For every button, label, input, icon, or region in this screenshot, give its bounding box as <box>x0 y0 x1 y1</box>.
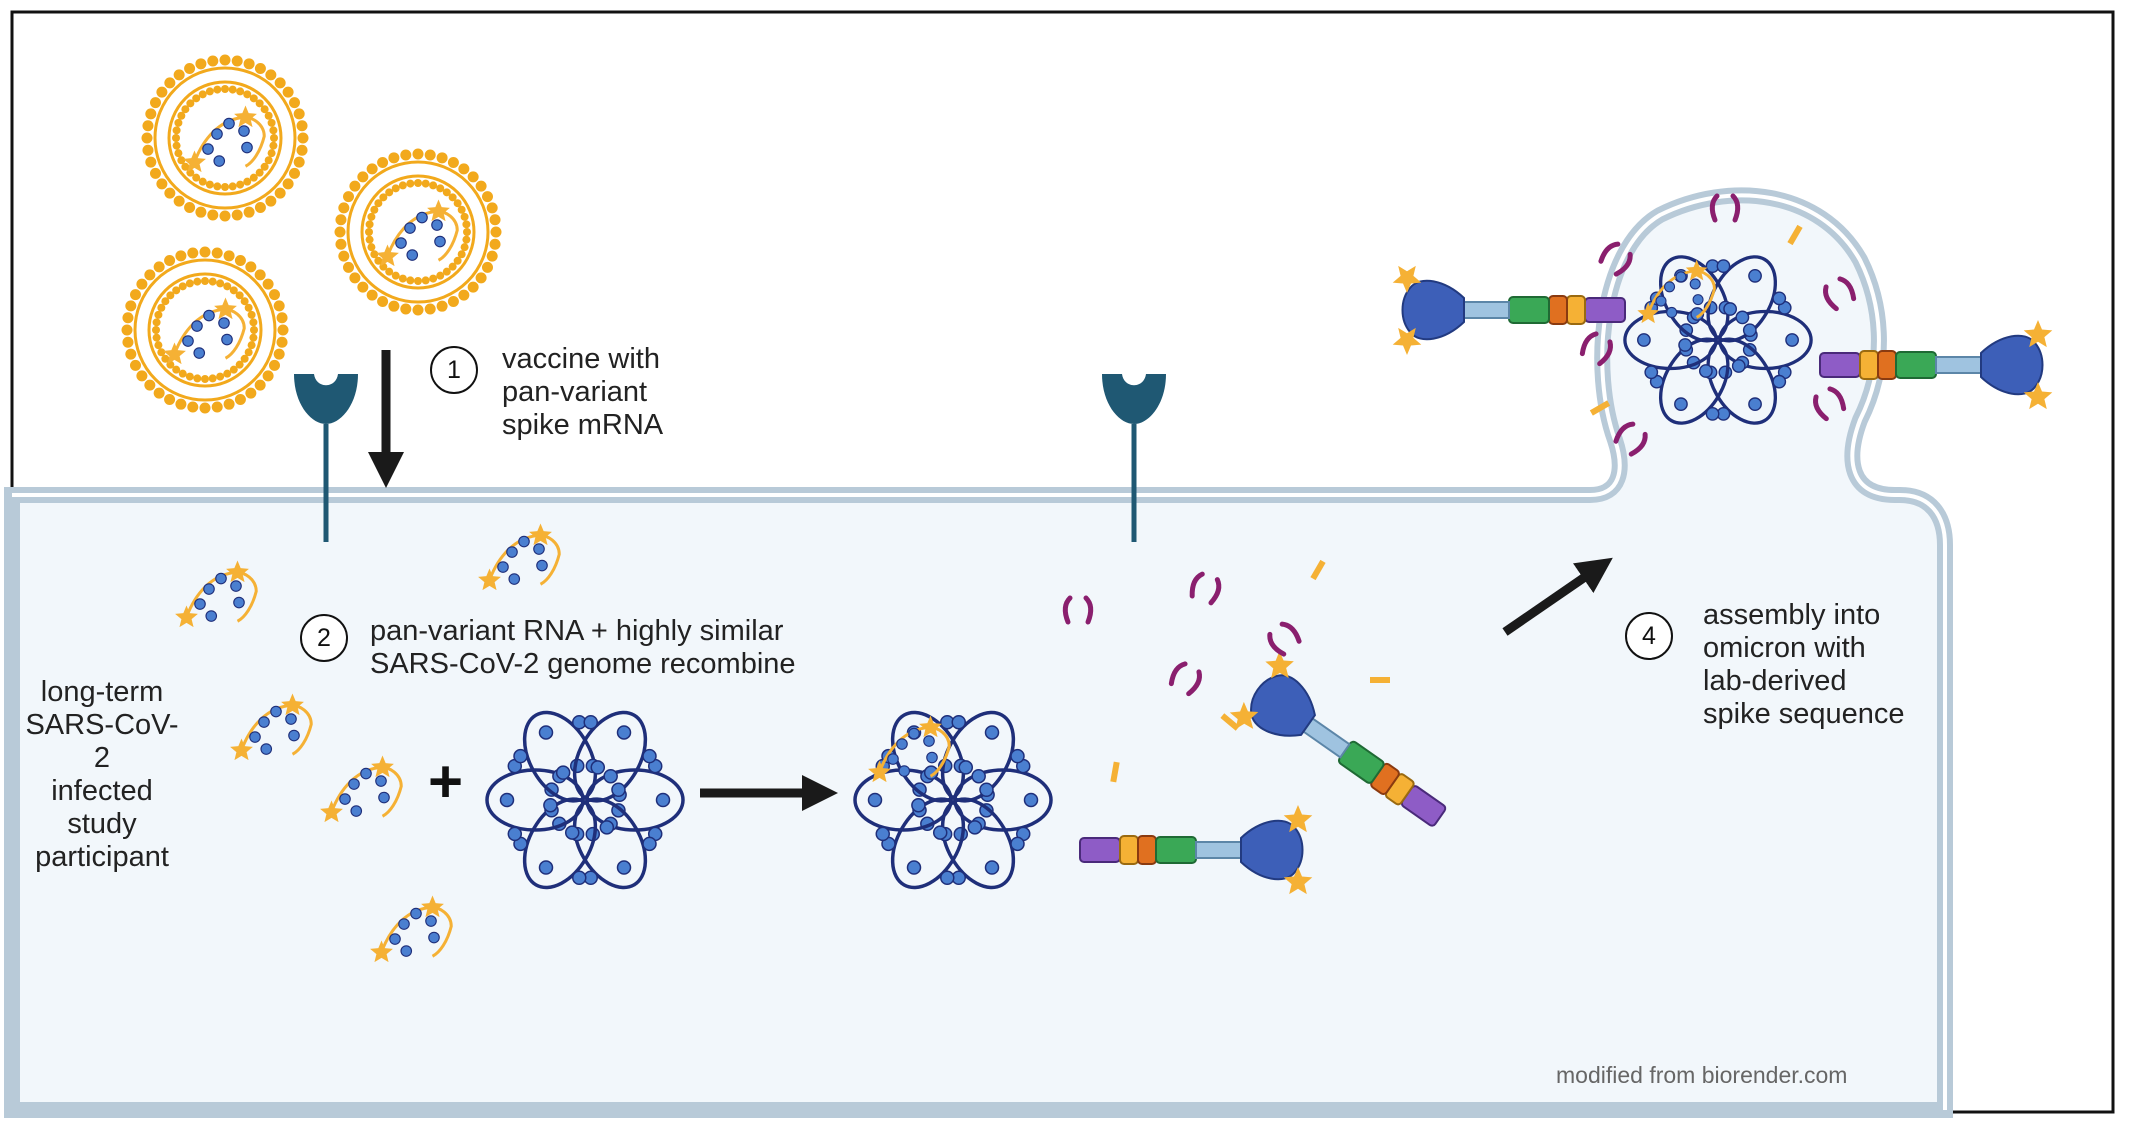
star-icon <box>214 297 237 320</box>
antibody-icon <box>1168 661 1202 697</box>
mrna-fragment <box>230 693 313 761</box>
step-4-label: assembly into omicron with lab-derived s… <box>1703 599 1905 730</box>
star-icon <box>478 568 501 591</box>
mrna-fragment <box>370 895 453 963</box>
fragment-dash <box>1370 677 1390 683</box>
star-icon <box>1229 701 1259 730</box>
mrna-fragment <box>163 297 246 365</box>
fragment-dash <box>1310 559 1326 581</box>
step-2-label: pan-variant RNA + highly similar SARS-Co… <box>370 615 796 680</box>
spike-protein <box>1079 805 1313 895</box>
star-icon <box>1392 265 1422 293</box>
mrna-fragment <box>478 523 561 591</box>
star-icon <box>1685 259 1708 281</box>
fragment-dash <box>1787 224 1803 246</box>
star-icon <box>183 150 206 173</box>
antibody-icon <box>1579 331 1613 367</box>
mrna-fragment <box>175 560 258 628</box>
fragment-dash <box>1110 761 1120 783</box>
star-icon <box>234 105 257 128</box>
star-icon <box>281 693 304 716</box>
step-1-badge: 1 <box>430 346 478 394</box>
star-icon <box>421 895 444 918</box>
mrna-fragment <box>320 755 403 823</box>
star-icon <box>2023 382 2053 410</box>
lipid-nanoparticle <box>121 246 289 414</box>
step-4-badge: 4 <box>1625 612 1673 660</box>
viral-genome <box>485 710 685 890</box>
star-icon <box>175 605 198 628</box>
mrna-fragment <box>376 199 459 267</box>
fragment-dash <box>1589 400 1611 416</box>
antibody-icon <box>1709 193 1741 223</box>
star-icon <box>226 560 249 583</box>
mrna-fragment <box>183 105 266 173</box>
participant-label: long-term SARS-CoV-2 infected study part… <box>25 676 179 873</box>
antibody-icon <box>1813 386 1847 422</box>
credit-text: modified from biorender.com <box>1556 1062 1848 1088</box>
antibody-icon <box>1189 571 1222 606</box>
arrow-up-right <box>1502 557 1613 636</box>
star-icon <box>868 760 891 783</box>
receptor <box>294 374 358 542</box>
star-icon <box>2023 320 2053 348</box>
star-icon <box>1283 867 1313 895</box>
star-icon <box>370 940 393 963</box>
star-icon <box>230 738 253 761</box>
antibody-icon <box>1062 595 1094 625</box>
lipid-nanoparticle <box>334 148 502 316</box>
receptor <box>1102 374 1166 542</box>
antibody-icon <box>1823 276 1857 312</box>
step-1-label: vaccine with pan-variant spike mRNA <box>502 343 664 441</box>
antibody-icon <box>1613 421 1648 457</box>
star-icon <box>427 199 450 222</box>
star-icon <box>1283 805 1313 833</box>
fragment-dash <box>1220 713 1240 731</box>
star-icon <box>1637 302 1660 324</box>
star-icon <box>376 244 399 267</box>
star-icon <box>320 800 343 823</box>
star-icon <box>1265 651 1294 679</box>
lipid-nanoparticle <box>141 54 309 222</box>
viral-genome <box>853 710 1053 890</box>
star-icon <box>371 755 394 778</box>
viral-genome <box>1623 255 1813 425</box>
star-icon <box>163 342 186 365</box>
star-icon <box>529 523 552 546</box>
antibody-icon <box>1267 621 1302 657</box>
plus-sign: + <box>428 748 464 815</box>
star-icon <box>1392 327 1422 355</box>
step-2-badge: 2 <box>300 614 348 662</box>
spike-protein <box>1229 651 1447 827</box>
mrna-fragment <box>868 715 951 783</box>
spike-protein <box>1819 320 2053 410</box>
star-icon <box>919 715 942 738</box>
spike-protein <box>1392 265 1626 355</box>
mrna-fragment <box>1637 259 1716 324</box>
antibody-icon <box>1598 241 1633 277</box>
